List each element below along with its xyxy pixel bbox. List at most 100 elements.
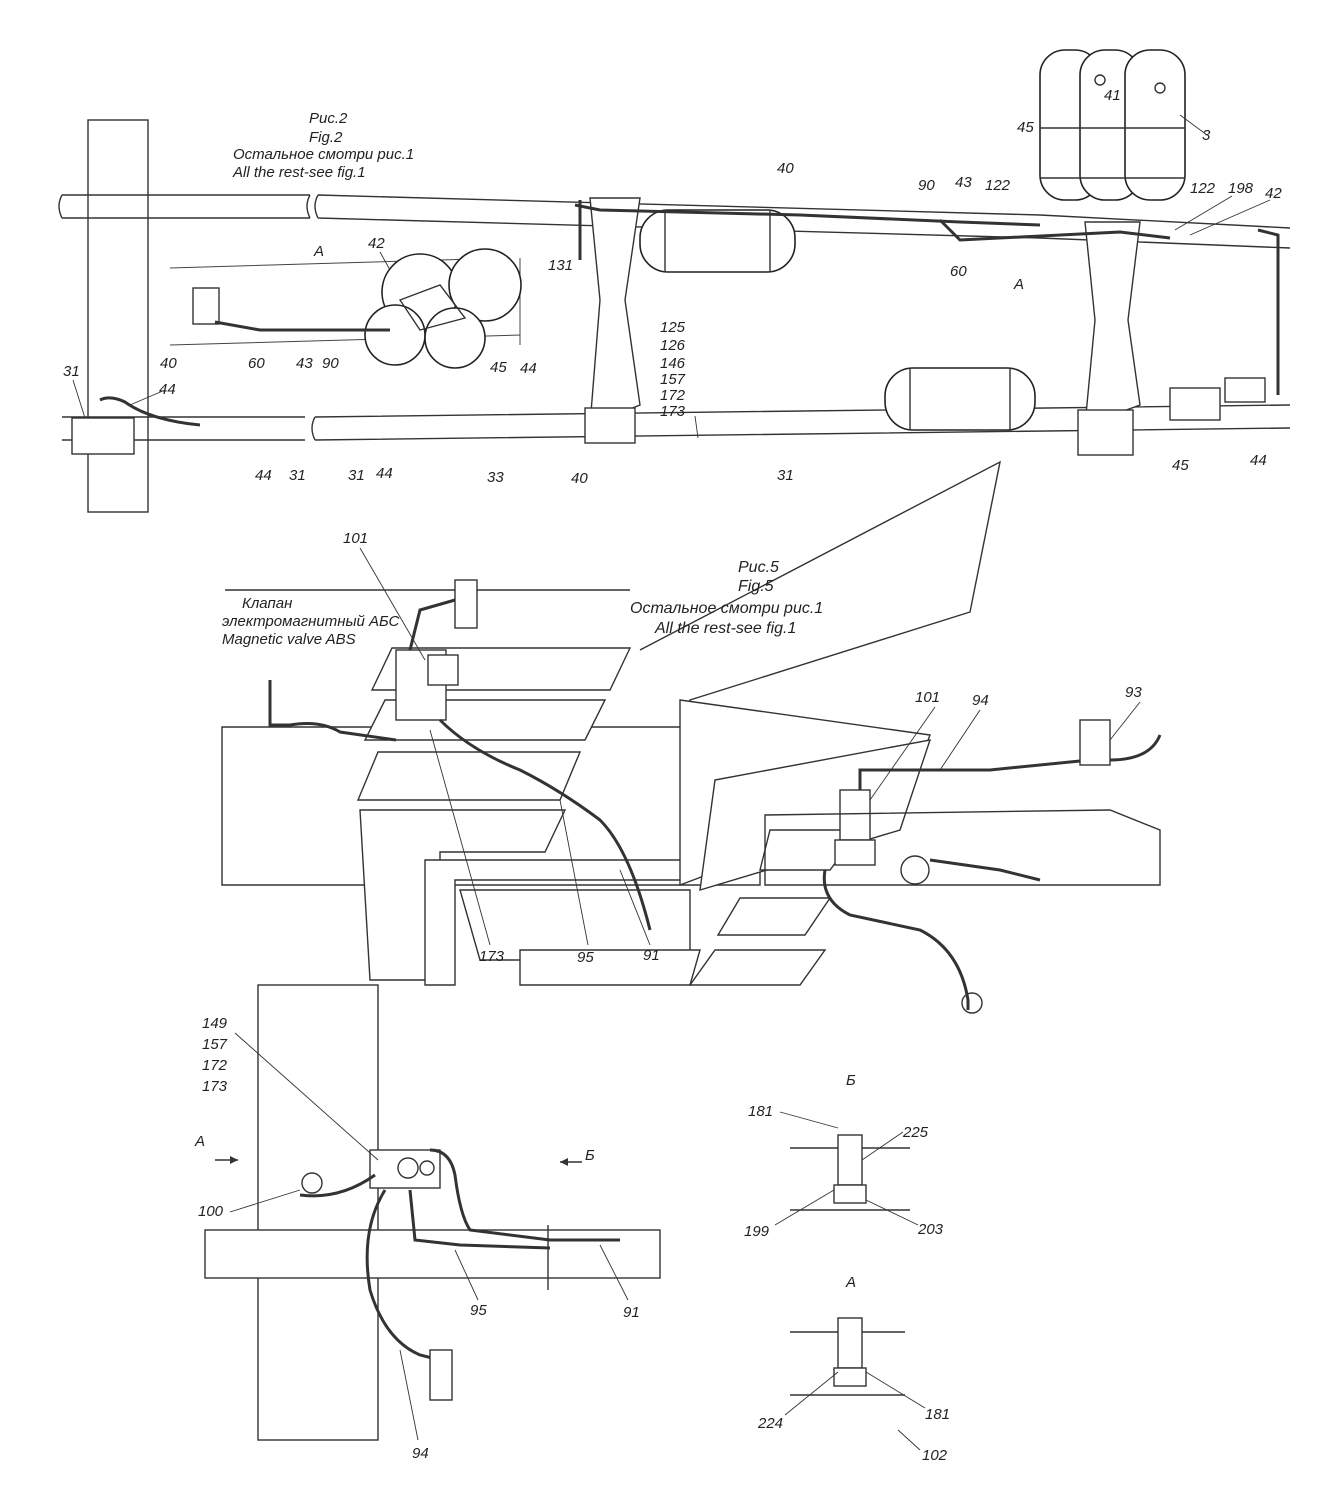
callout: 94 <box>972 692 989 709</box>
fig5-valve-view <box>221 460 1162 1014</box>
callout: 199 <box>744 1223 770 1240</box>
view-a-pipe <box>214 320 390 332</box>
fig5-valve-93 <box>1079 719 1111 766</box>
fig2-caption-ru-2: Остальное смотри рис.1 <box>233 146 414 163</box>
fig5-caption-en-1: Fig.5 <box>738 578 774 595</box>
abs-valve-coil <box>427 654 459 686</box>
callout: 44 <box>159 381 176 398</box>
fig2-caption: Рис.2 Fig.2 Остальное смотри рис.1 All t… <box>232 110 1024 293</box>
callout: 90 <box>918 177 935 194</box>
callout: 44 <box>376 465 393 482</box>
fig2-chassis-view <box>58 49 1291 513</box>
detail-a-valve <box>837 1317 863 1369</box>
rear-accumulator <box>1224 377 1266 403</box>
callout-group-item: 173 <box>660 403 686 420</box>
callout: 122 <box>1190 180 1216 197</box>
callout: 198 <box>1228 180 1254 197</box>
callout: 43 <box>955 174 972 191</box>
callout-group-item: 173 <box>202 1078 228 1095</box>
callout: 225 <box>902 1124 929 1141</box>
callout: 101 <box>343 530 368 547</box>
callout: 181 <box>748 1103 773 1120</box>
callout: 31 <box>63 363 80 380</box>
rear-valve-cluster <box>1169 387 1221 421</box>
arrow-b-label: Б <box>585 1147 595 1164</box>
detail-a-title: A <box>845 1274 856 1291</box>
fig5-caption-ru-1: Рис.5 <box>738 559 779 576</box>
detail-a: A 224 181 102 <box>757 1274 950 1464</box>
callout: 95 <box>470 1302 487 1319</box>
callout-group-item: 149 <box>202 1015 228 1032</box>
callout: 101 <box>915 689 940 706</box>
callout: 60 <box>248 355 265 372</box>
upper-pipe-run-2 <box>938 218 1171 242</box>
fig5-pipe-upper <box>408 598 456 651</box>
callout: 100 <box>198 1203 224 1220</box>
arrow-a-label: A <box>194 1133 205 1150</box>
receiver-tank-lower <box>884 367 1036 431</box>
callout-group-item: 172 <box>202 1057 228 1074</box>
valve-label-ru-2: электромагнитный АБС <box>222 613 399 630</box>
callout: 45 <box>1017 119 1034 136</box>
callout: 41 <box>1104 87 1121 104</box>
callout: 90 <box>322 355 339 372</box>
callout: 93 <box>1125 684 1142 701</box>
bottom-view: 149 157 172 173 A Б 100 95 91 94 <box>194 984 661 1462</box>
callout: 40 <box>571 470 588 487</box>
fig5-caption: Рис.5 Fig.5 Остальное смотри рис.1 All t… <box>222 559 823 648</box>
callout: 45 <box>1172 457 1189 474</box>
fig5-caption-ru-2: Остальное смотри рис.1 <box>630 600 823 617</box>
callout: 94 <box>412 1445 429 1462</box>
fig5-loop-fitting <box>961 992 983 1014</box>
callout: 42 <box>1265 185 1282 202</box>
upper-rail-left <box>58 194 311 219</box>
callout: 173 <box>479 948 505 965</box>
callout: 224 <box>757 1415 783 1432</box>
bottom-vertical-member <box>257 984 379 1441</box>
callout: 44 <box>1250 452 1267 469</box>
callout: 44 <box>520 360 537 377</box>
fig5-pipe-right <box>858 758 1091 800</box>
cross-member-2 <box>1084 221 1141 427</box>
upper-pipe-run <box>574 203 1041 227</box>
callout: 203 <box>917 1221 944 1238</box>
callout-group-item: 172 <box>660 387 686 404</box>
callout-group-item: 146 <box>660 355 686 372</box>
fig5-tee-fitting <box>900 855 930 885</box>
upper-rail-end <box>1039 214 1291 249</box>
callout: 122 <box>985 177 1011 194</box>
view-a-label: A <box>313 243 324 260</box>
fig5-stepped-plates <box>356 647 932 986</box>
callout: 44 <box>255 467 272 484</box>
cross-member-2-foot <box>1077 409 1134 456</box>
callout: 3 <box>1202 127 1211 144</box>
fig5-pipe-down <box>438 718 652 931</box>
callout-group-item: 157 <box>202 1036 228 1053</box>
callout: 40 <box>160 355 177 372</box>
bottom-pipe-91 <box>408 1189 551 1250</box>
fig5-callouts: 101 173 95 91 101 94 93 <box>343 530 1142 966</box>
lower-rail-right <box>311 404 1291 441</box>
callout: 31 <box>348 467 365 484</box>
fig5-caption-en-2: All the rest-see fig.1 <box>654 620 796 637</box>
section-a-label: A <box>1013 276 1024 293</box>
callout: 40 <box>777 160 794 177</box>
bottom-clamp <box>301 1172 323 1194</box>
valve-label-ru-1: Клапан <box>242 595 292 612</box>
fig5-upper-bracket <box>639 460 1001 710</box>
front-valve-block <box>71 417 135 455</box>
receiver-tank-upper <box>639 209 796 273</box>
cross-member-1 <box>589 197 641 427</box>
view-a-valve <box>192 287 220 325</box>
valve-label-en: Magnetic valve ABS <box>222 631 356 648</box>
callout: 31 <box>777 467 794 484</box>
bottom-pipe-100 <box>299 1173 376 1198</box>
detail-b-valve <box>837 1134 863 1186</box>
fig5-pipe-left <box>268 680 397 742</box>
fig2-callouts: 41 3 45 40 90 43 122 122 198 42 42 131 6… <box>63 87 1282 487</box>
fig5-right-valve <box>839 789 871 841</box>
callout: 60 <box>950 263 967 280</box>
fig2-caption-en-1: Fig.2 <box>309 129 343 146</box>
callout: 45 <box>490 359 507 376</box>
callout: 95 <box>577 949 594 966</box>
